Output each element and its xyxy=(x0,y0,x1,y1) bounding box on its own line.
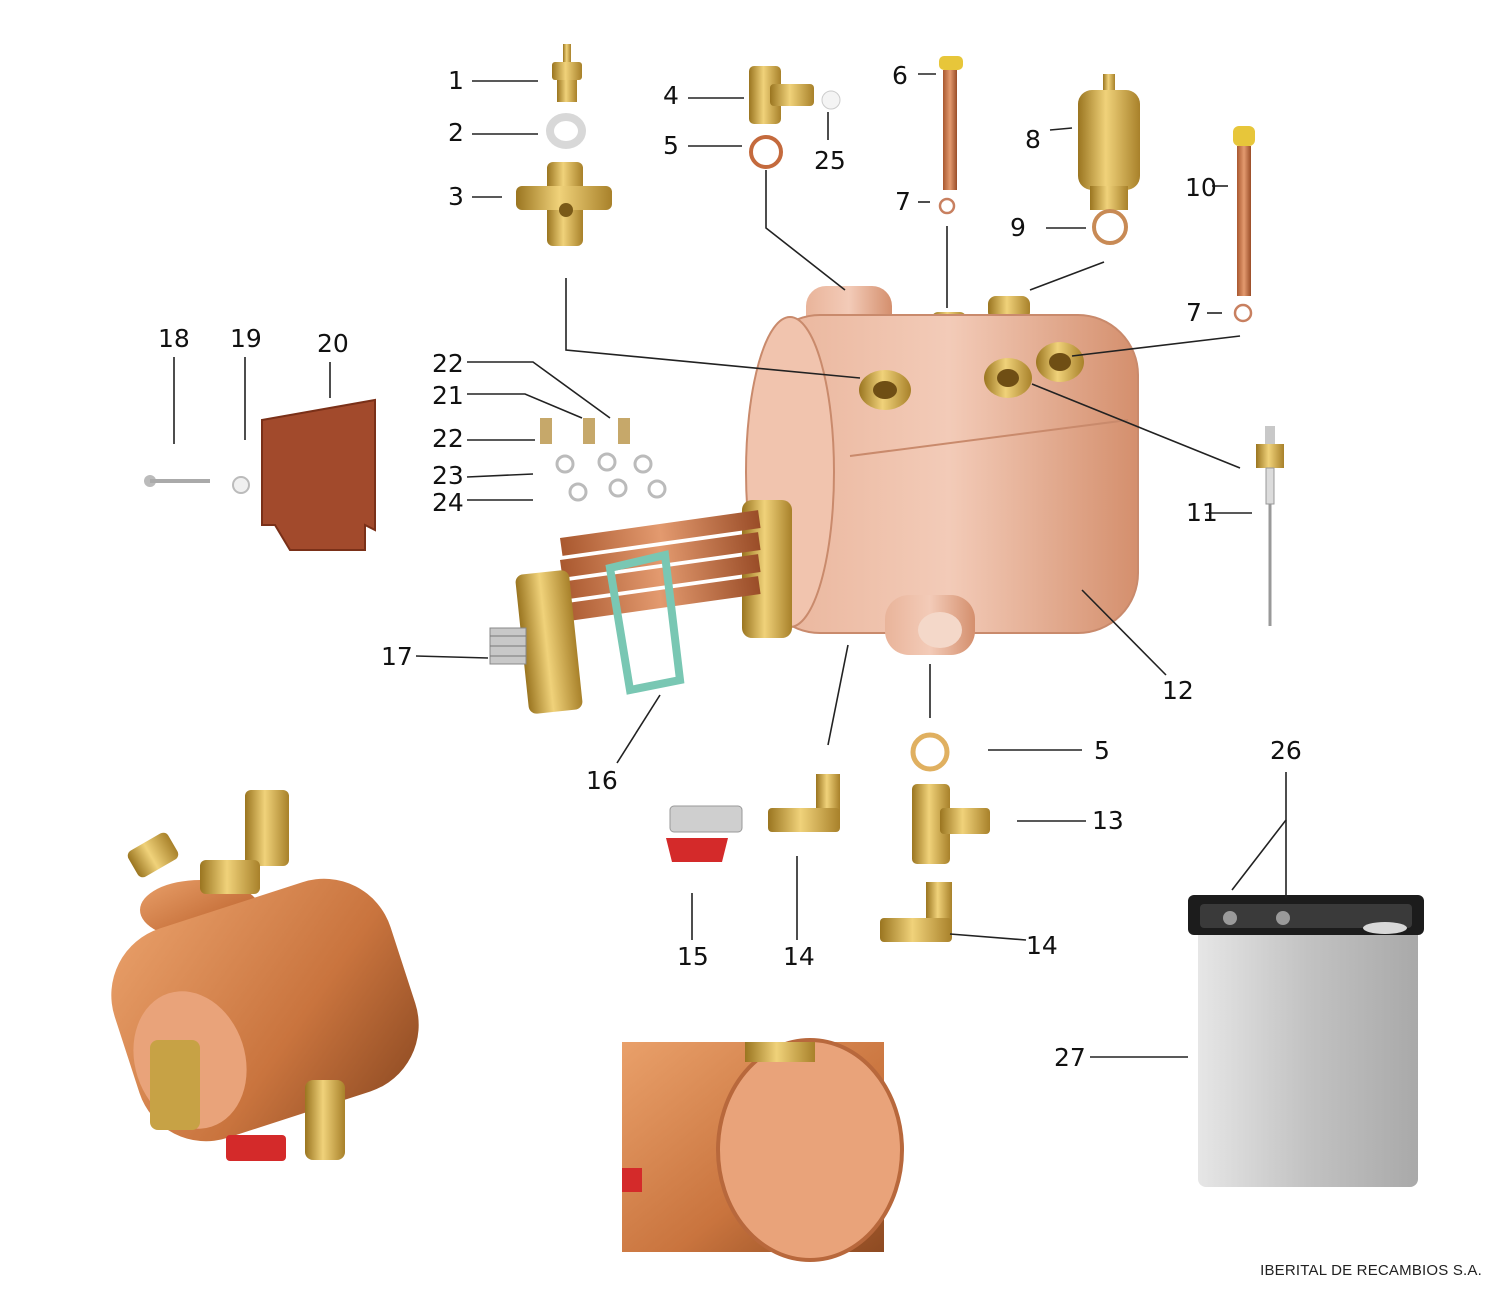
callout-14b: 14 xyxy=(1026,931,1058,960)
callout-20: 20 xyxy=(317,329,349,358)
callout-2: 2 xyxy=(448,118,464,147)
callout-10: 10 xyxy=(1185,173,1217,202)
callout-8: 8 xyxy=(1025,125,1041,154)
callout-14: 14 xyxy=(783,942,815,971)
callout-6: 6 xyxy=(892,61,908,90)
callout-26: 26 xyxy=(1270,736,1302,765)
part-26-tank-nut xyxy=(1223,911,1237,925)
boiler-end-cap-photo xyxy=(622,1038,904,1262)
callout-27: 27 xyxy=(1054,1043,1086,1072)
leader-lines xyxy=(173,73,1287,1058)
part-11-sensor xyxy=(1256,426,1284,626)
part-7-o-ring xyxy=(938,197,956,215)
callout-5: 5 xyxy=(663,131,679,160)
callout-17: 17 xyxy=(381,642,413,671)
callout-21: 21 xyxy=(432,381,464,410)
callout-labels: 1 2 3 4 5 25 6 7 8 9 10 7 18 19 20 22 21… xyxy=(158,61,1302,1072)
part-7-o-ring-2 xyxy=(1233,303,1253,323)
part-10-level-probe xyxy=(1233,126,1255,296)
callout-13: 13 xyxy=(1092,806,1124,835)
part-19-washer xyxy=(232,476,250,494)
part-5-copper-ring-2 xyxy=(910,732,950,772)
flange-gasket xyxy=(605,550,685,695)
parts-21-22-screws xyxy=(540,418,630,444)
part-13-tee-fitting xyxy=(912,784,990,864)
callout-22b: 22 xyxy=(432,424,464,453)
part-3-cross-fitting xyxy=(516,162,612,246)
part-25-washer xyxy=(821,90,841,110)
part-2-washer xyxy=(546,113,586,149)
callout-22: 22 xyxy=(432,349,464,378)
callout-19: 19 xyxy=(230,324,262,353)
part-15-drain-valve xyxy=(666,805,743,862)
part-8-safety-valve xyxy=(1078,74,1140,210)
callout-9: 9 xyxy=(1010,213,1026,242)
assembled-boiler-photo xyxy=(111,790,419,1161)
part-9-copper-ring xyxy=(1092,209,1128,245)
callout-7: 7 xyxy=(895,187,911,216)
part-14-elbow-2 xyxy=(880,882,952,942)
heating-element-head xyxy=(489,570,583,714)
parts-23-24-washers xyxy=(555,452,667,502)
part-18-screw xyxy=(144,475,210,487)
part-1-nipple xyxy=(552,44,582,102)
callout-3: 3 xyxy=(448,182,464,211)
part-4-tee-fitting xyxy=(749,66,814,124)
callout-5b: 5 xyxy=(1094,736,1110,765)
part-14-elbow xyxy=(768,774,840,832)
callout-23: 23 xyxy=(432,461,464,490)
part-5-copper-ring xyxy=(749,135,783,169)
callout-15: 15 xyxy=(677,942,709,971)
callout-7b: 7 xyxy=(1186,298,1202,327)
part-26-tank-nut-2 xyxy=(1276,911,1290,925)
callout-25: 25 xyxy=(814,146,846,175)
callout-18: 18 xyxy=(158,324,190,353)
copyright-text: IBERITAL DE RECAMBIOS S.A. xyxy=(1260,1262,1482,1279)
callout-1: 1 xyxy=(448,66,464,95)
callout-16: 16 xyxy=(586,766,618,795)
callout-4: 4 xyxy=(663,81,679,110)
part-27-water-tank xyxy=(1188,895,1424,1187)
callout-24: 24 xyxy=(432,488,464,517)
part-20-bracket xyxy=(261,398,376,551)
part-6-level-probe xyxy=(939,56,963,190)
callout-12: 12 xyxy=(1162,676,1194,705)
callout-11: 11 xyxy=(1186,498,1218,527)
